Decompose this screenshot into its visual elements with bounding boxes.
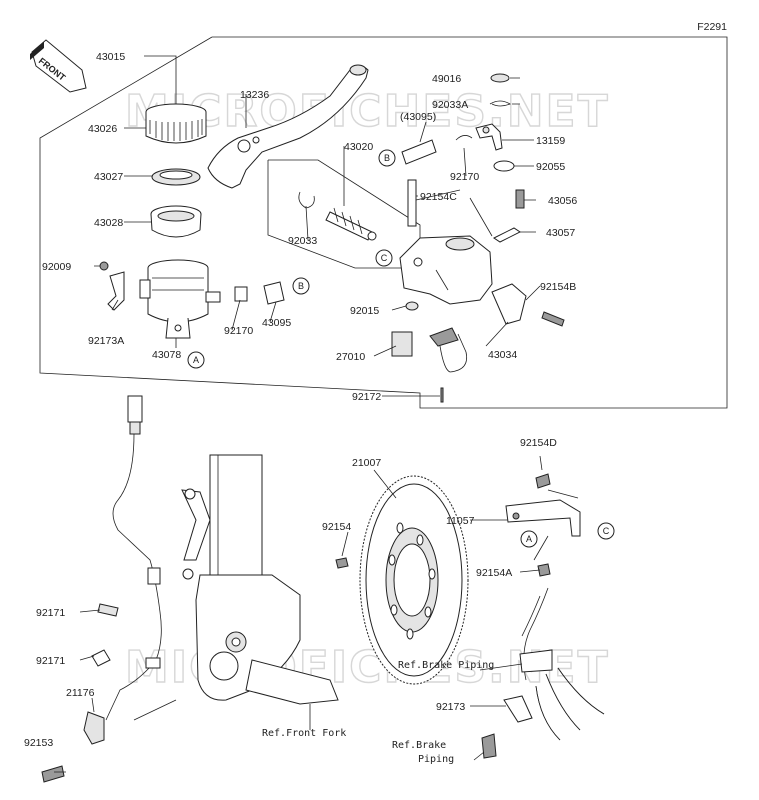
clamp-92171-a xyxy=(97,603,119,617)
part-label: 92173A xyxy=(88,335,124,347)
abs-sensor-harness xyxy=(83,395,162,745)
bolt-92154D xyxy=(535,473,551,489)
part-label: 43034 xyxy=(488,349,517,361)
bleeder-43056 xyxy=(515,189,525,209)
hose-43095-upper xyxy=(401,139,437,165)
part-label: 92154A xyxy=(476,567,512,579)
part-label: 43027 xyxy=(94,171,123,183)
ref-circle-c-2: C xyxy=(603,526,610,536)
part-label: 92170 xyxy=(224,325,253,337)
part-label: 43095 xyxy=(262,317,291,329)
clamp-92171-b xyxy=(91,649,111,667)
brake-switch xyxy=(391,327,468,373)
part-label: 92153 xyxy=(24,737,53,749)
front-arrow-icon: FRONT xyxy=(30,39,87,93)
bolt-92154A xyxy=(537,563,551,577)
figure-code: F2291 xyxy=(697,21,727,33)
part-label: 21176 xyxy=(66,687,95,699)
leader-43015 xyxy=(144,55,177,104)
hose-43095 xyxy=(263,281,285,305)
ref-circle-b-2: B xyxy=(384,153,390,163)
part-label: 49016 xyxy=(432,73,461,85)
circle-refs: A B B C A C xyxy=(187,149,615,548)
part-label: 92154B xyxy=(540,281,576,293)
part-label: 92173 xyxy=(436,701,465,713)
brake-lever xyxy=(207,64,369,189)
part-label: 43056 xyxy=(548,195,577,207)
part-label: 43026 xyxy=(88,123,117,135)
part-label: 92171 xyxy=(36,607,65,619)
part-label: 13159 xyxy=(536,135,565,147)
reservoir-bracket xyxy=(107,271,125,311)
ref-circle-a-1: A xyxy=(193,355,199,365)
screw-92172 xyxy=(440,387,444,403)
part-label: 43028 xyxy=(94,217,123,229)
nut xyxy=(405,301,419,311)
hose-bracket xyxy=(505,499,581,537)
part-label: 92172 xyxy=(352,391,381,403)
part-label: 92033 xyxy=(288,235,317,247)
front-fork xyxy=(181,454,339,705)
diaphragm xyxy=(150,205,202,238)
part-label: 92033A xyxy=(432,99,468,111)
part-label: 43078 xyxy=(152,349,181,361)
diaphragm-plate xyxy=(151,168,201,186)
part-label: 92055 xyxy=(536,161,565,173)
part-label: 92154C xyxy=(420,191,457,203)
master-cylinder-body xyxy=(399,235,493,305)
o-ring-92055 xyxy=(493,160,515,172)
leader-lines-lower xyxy=(54,455,579,773)
circlip xyxy=(298,191,315,209)
hose-short xyxy=(234,286,248,302)
bolt-brake-piping xyxy=(481,733,497,759)
part-label: 92170 xyxy=(450,171,479,183)
ref-brake-line2: Piping xyxy=(418,754,454,765)
circlip-92033A xyxy=(489,100,511,107)
part-label: 92171 xyxy=(36,655,65,667)
bolt-92154B xyxy=(541,311,565,327)
part-label: (43095) xyxy=(400,111,436,123)
ref-circle-a-2: A xyxy=(526,534,532,544)
part-label: 43015 xyxy=(96,51,125,63)
clamp-92173 xyxy=(503,695,533,723)
part-label: 27010 xyxy=(336,351,365,363)
piston-assembly xyxy=(325,207,377,241)
ref-circle-c-1: C xyxy=(381,253,388,263)
leader-lines-upper xyxy=(94,77,541,397)
fitting-13159 xyxy=(475,123,503,151)
bolt-92154C xyxy=(407,179,417,227)
part-label: 92015 xyxy=(350,305,379,317)
screw-92009 xyxy=(99,261,109,271)
clamp xyxy=(491,283,527,325)
reservoir-body xyxy=(139,259,221,339)
part-label: 21007 xyxy=(352,457,381,469)
part-labels: 43015 43026 43027 43028 92009 92173A 430… xyxy=(24,51,577,749)
bolt-92154 xyxy=(335,557,349,569)
part-label: 43020 xyxy=(344,141,373,153)
part-label: 43057 xyxy=(546,227,575,239)
part-label: 13236 xyxy=(240,89,269,101)
bolt-92153 xyxy=(41,765,65,783)
part-label: 92009 xyxy=(42,261,71,273)
brake-disc xyxy=(359,475,469,685)
part-label: 11057 xyxy=(446,515,475,527)
cap-43057 xyxy=(493,227,521,243)
clip-92170 xyxy=(455,135,473,141)
brake-piping xyxy=(519,587,605,741)
reservoir-cap xyxy=(145,103,207,144)
part-label: 92154D xyxy=(520,437,557,449)
ref-brake-line1: Ref.Brake xyxy=(392,740,446,751)
ref-front-fork: Ref.Front Fork xyxy=(262,728,346,739)
ref-circle-b-1: B xyxy=(298,281,304,291)
cap-49016 xyxy=(490,73,510,83)
ref-brake-piping: Ref.Brake Piping xyxy=(398,660,494,671)
part-label: 92154 xyxy=(322,521,351,533)
upper-assembly-frame xyxy=(39,36,728,409)
